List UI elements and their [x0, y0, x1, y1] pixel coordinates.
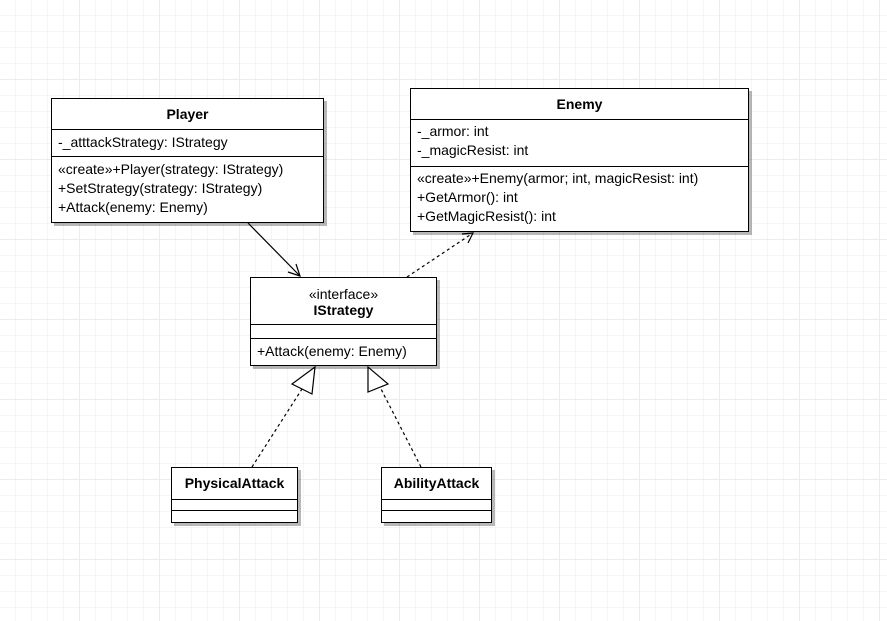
class-player-operation: +SetStrategy(strategy: IStrategy) [58, 180, 263, 196]
class-abilityattack-name: AbilityAttack [393, 475, 480, 491]
realization-physicalattack-istrategy [251, 365, 316, 468]
class-physicalattack[interactable]: PhysicalAttack [171, 467, 298, 523]
class-player-operations: «create»+Player(strategy: IStrategy) +Se… [52, 157, 323, 219]
class-player-name: Player [166, 105, 209, 122]
class-player-header: Player [52, 99, 323, 130]
realization-abilityattack-istrategy [367, 365, 422, 468]
class-istrategy-header: «interface» IStrategy [251, 278, 436, 325]
class-enemy-operations: «create»+Enemy(armor; int, magicResist: … [411, 167, 748, 228]
class-physicalattack-header: PhysicalAttack [172, 468, 297, 500]
class-enemy[interactable]: Enemy -_armor: int -_magicResist: int «c… [410, 88, 749, 232]
class-player-operation: «create»+Player(strategy: IStrategy) [58, 161, 284, 177]
class-enemy-attribute: -_magicResist: int [417, 142, 529, 158]
class-player-attribute: -_atttackStrategy: IStrategy [58, 134, 228, 150]
class-enemy-operation: +GetMagicResist(): int [417, 208, 556, 224]
class-enemy-operation: «create»+Enemy(armor; int, magicResist: … [417, 170, 699, 186]
class-istrategy-name: IStrategy [313, 301, 374, 318]
class-enemy-operation: +GetArmor(): int [417, 189, 518, 205]
class-player-operation: +Attack(enemy: Enemy) [58, 199, 208, 215]
class-player-attributes: -_atttackStrategy: IStrategy [52, 130, 323, 157]
class-istrategy-attributes [251, 325, 436, 339]
class-physicalattack-attributes [172, 500, 297, 511]
class-istrategy[interactable]: «interface» IStrategy +Attack(enemy: Ene… [250, 277, 437, 366]
class-istrategy-stereotype: «interface» [308, 285, 379, 302]
class-physicalattack-name: PhysicalAttack [184, 475, 285, 491]
class-abilityattack-operations [382, 511, 491, 522]
class-enemy-attributes: -_armor: int -_magicResist: int [411, 120, 748, 167]
class-abilityattack-header: AbilityAttack [382, 468, 491, 500]
class-abilityattack[interactable]: AbilityAttack [381, 467, 492, 523]
class-istrategy-operation: +Attack(enemy: Enemy) [257, 343, 407, 359]
association-player-istrategy [247, 222, 301, 277]
class-abilityattack-attributes [382, 500, 491, 511]
class-enemy-name: Enemy [556, 95, 603, 112]
class-physicalattack-operations [172, 511, 297, 522]
class-player[interactable]: Player -_atttackStrategy: IStrategy «cre… [51, 98, 324, 223]
class-istrategy-operations: +Attack(enemy: Enemy) [251, 339, 436, 363]
class-enemy-attribute: -_armor: int [417, 123, 489, 139]
class-enemy-header: Enemy [411, 89, 748, 120]
dependency-istrategy-enemy [406, 232, 475, 278]
